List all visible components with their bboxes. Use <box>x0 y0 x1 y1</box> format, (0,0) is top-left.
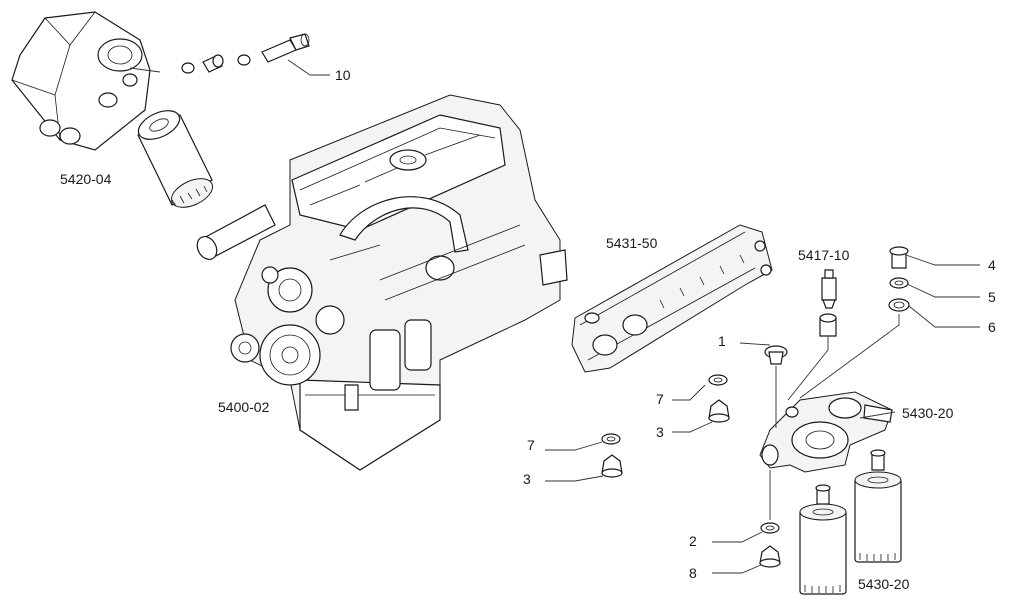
washer-7a-inner <box>713 377 723 383</box>
oil-filter-cartridge-5420-04 <box>137 110 214 208</box>
label-5431-50: 5431-50 <box>606 235 658 251</box>
filter-cartridge-right <box>854 449 902 563</box>
cap-3a <box>708 399 730 423</box>
label-5420-04: 5420-04 <box>60 171 112 187</box>
label-2: 2 <box>689 533 697 549</box>
sensor-5417-10 <box>821 269 837 309</box>
washer-6-inner <box>893 301 905 309</box>
label-5: 5 <box>988 289 996 305</box>
cap-8 <box>759 545 781 568</box>
label-3-lower: 3 <box>523 471 531 487</box>
label-5400-02: 5400-02 <box>218 399 270 415</box>
label-7-upper: 7 <box>656 391 664 407</box>
washer-5 <box>889 277 909 289</box>
plug-1 <box>764 345 788 365</box>
oil-cooler-5431-50 <box>571 224 773 373</box>
washer-2 <box>760 522 780 534</box>
label-7-lower: 7 <box>527 437 535 453</box>
washer-7b <box>601 433 621 445</box>
washer-2-inner <box>765 525 775 531</box>
filter-cartridge-left <box>799 484 847 595</box>
plug-4 <box>889 246 909 269</box>
washer-7a <box>708 374 728 386</box>
washer-5-inner <box>894 280 904 286</box>
label-5430-20-head: 5430-20 <box>902 405 954 421</box>
oil-filter-housing-5420-04 <box>11 11 151 151</box>
washer-7b-inner <box>606 436 616 442</box>
label-10: 10 <box>335 67 351 83</box>
label-3-upper: 3 <box>656 424 664 440</box>
label-5430-20-cartridge: 5430-20 <box>858 576 910 592</box>
label-4: 4 <box>988 257 996 273</box>
union-fitting <box>819 313 837 337</box>
washer-6 <box>888 298 910 312</box>
temperature-sensor-10 <box>261 33 310 63</box>
leader-line-housing <box>129 67 161 73</box>
cap-3b <box>601 454 623 478</box>
label-8: 8 <box>689 565 697 581</box>
leader-lines <box>545 254 980 574</box>
seal-washers-and-plug <box>181 54 251 74</box>
leader-line-10 <box>287 59 311 76</box>
engine-assembly-5400-02 <box>196 94 568 471</box>
label-5417-10: 5417-10 <box>798 247 850 263</box>
filter-head-5430-20 <box>759 391 893 473</box>
label-1: 1 <box>718 333 726 349</box>
label-6: 6 <box>988 319 996 335</box>
